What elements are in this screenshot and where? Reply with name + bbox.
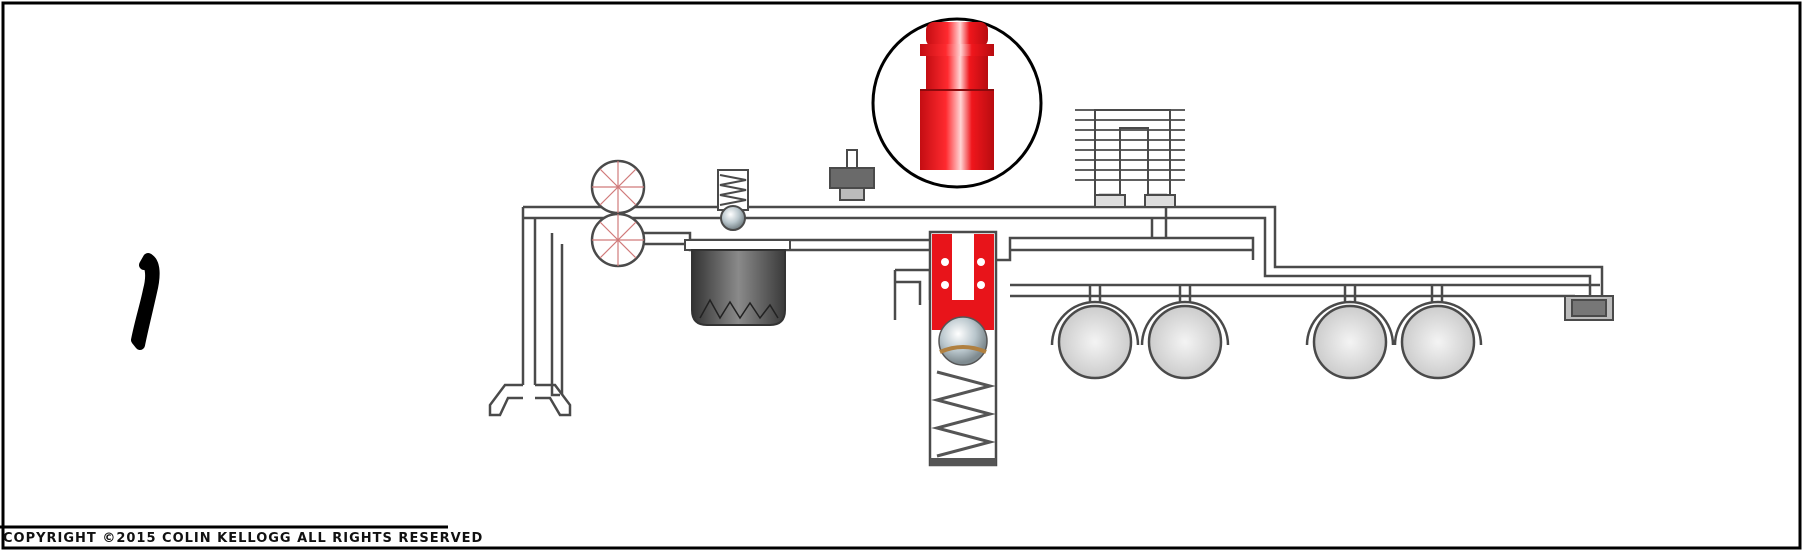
main-bearing-1 <box>1050 300 1140 380</box>
lifter-spring <box>931 370 996 458</box>
main-bearing-2 <box>1140 300 1230 380</box>
oil-pressure-sender <box>829 149 875 201</box>
lifter-bore <box>928 230 998 467</box>
oil-pump-gears <box>590 159 646 268</box>
hydraulic-lifter-inset <box>871 17 1043 189</box>
lifter-check-ball <box>938 316 988 366</box>
oil-gallery-plug <box>1564 295 1614 321</box>
relief-valve-spring <box>717 169 749 231</box>
oil-cooler <box>1075 109 1185 208</box>
crankshaft-main-bearings <box>1050 300 1483 380</box>
main-bearing-3 <box>1305 300 1395 380</box>
main-bearing-4 <box>1393 300 1483 380</box>
black-marker-scribble <box>131 253 160 350</box>
copyright-notice: COPYRIGHT ©2015 COLIN KELLOGG ALL RIGHTS… <box>3 531 484 546</box>
oil-filter <box>684 239 791 326</box>
